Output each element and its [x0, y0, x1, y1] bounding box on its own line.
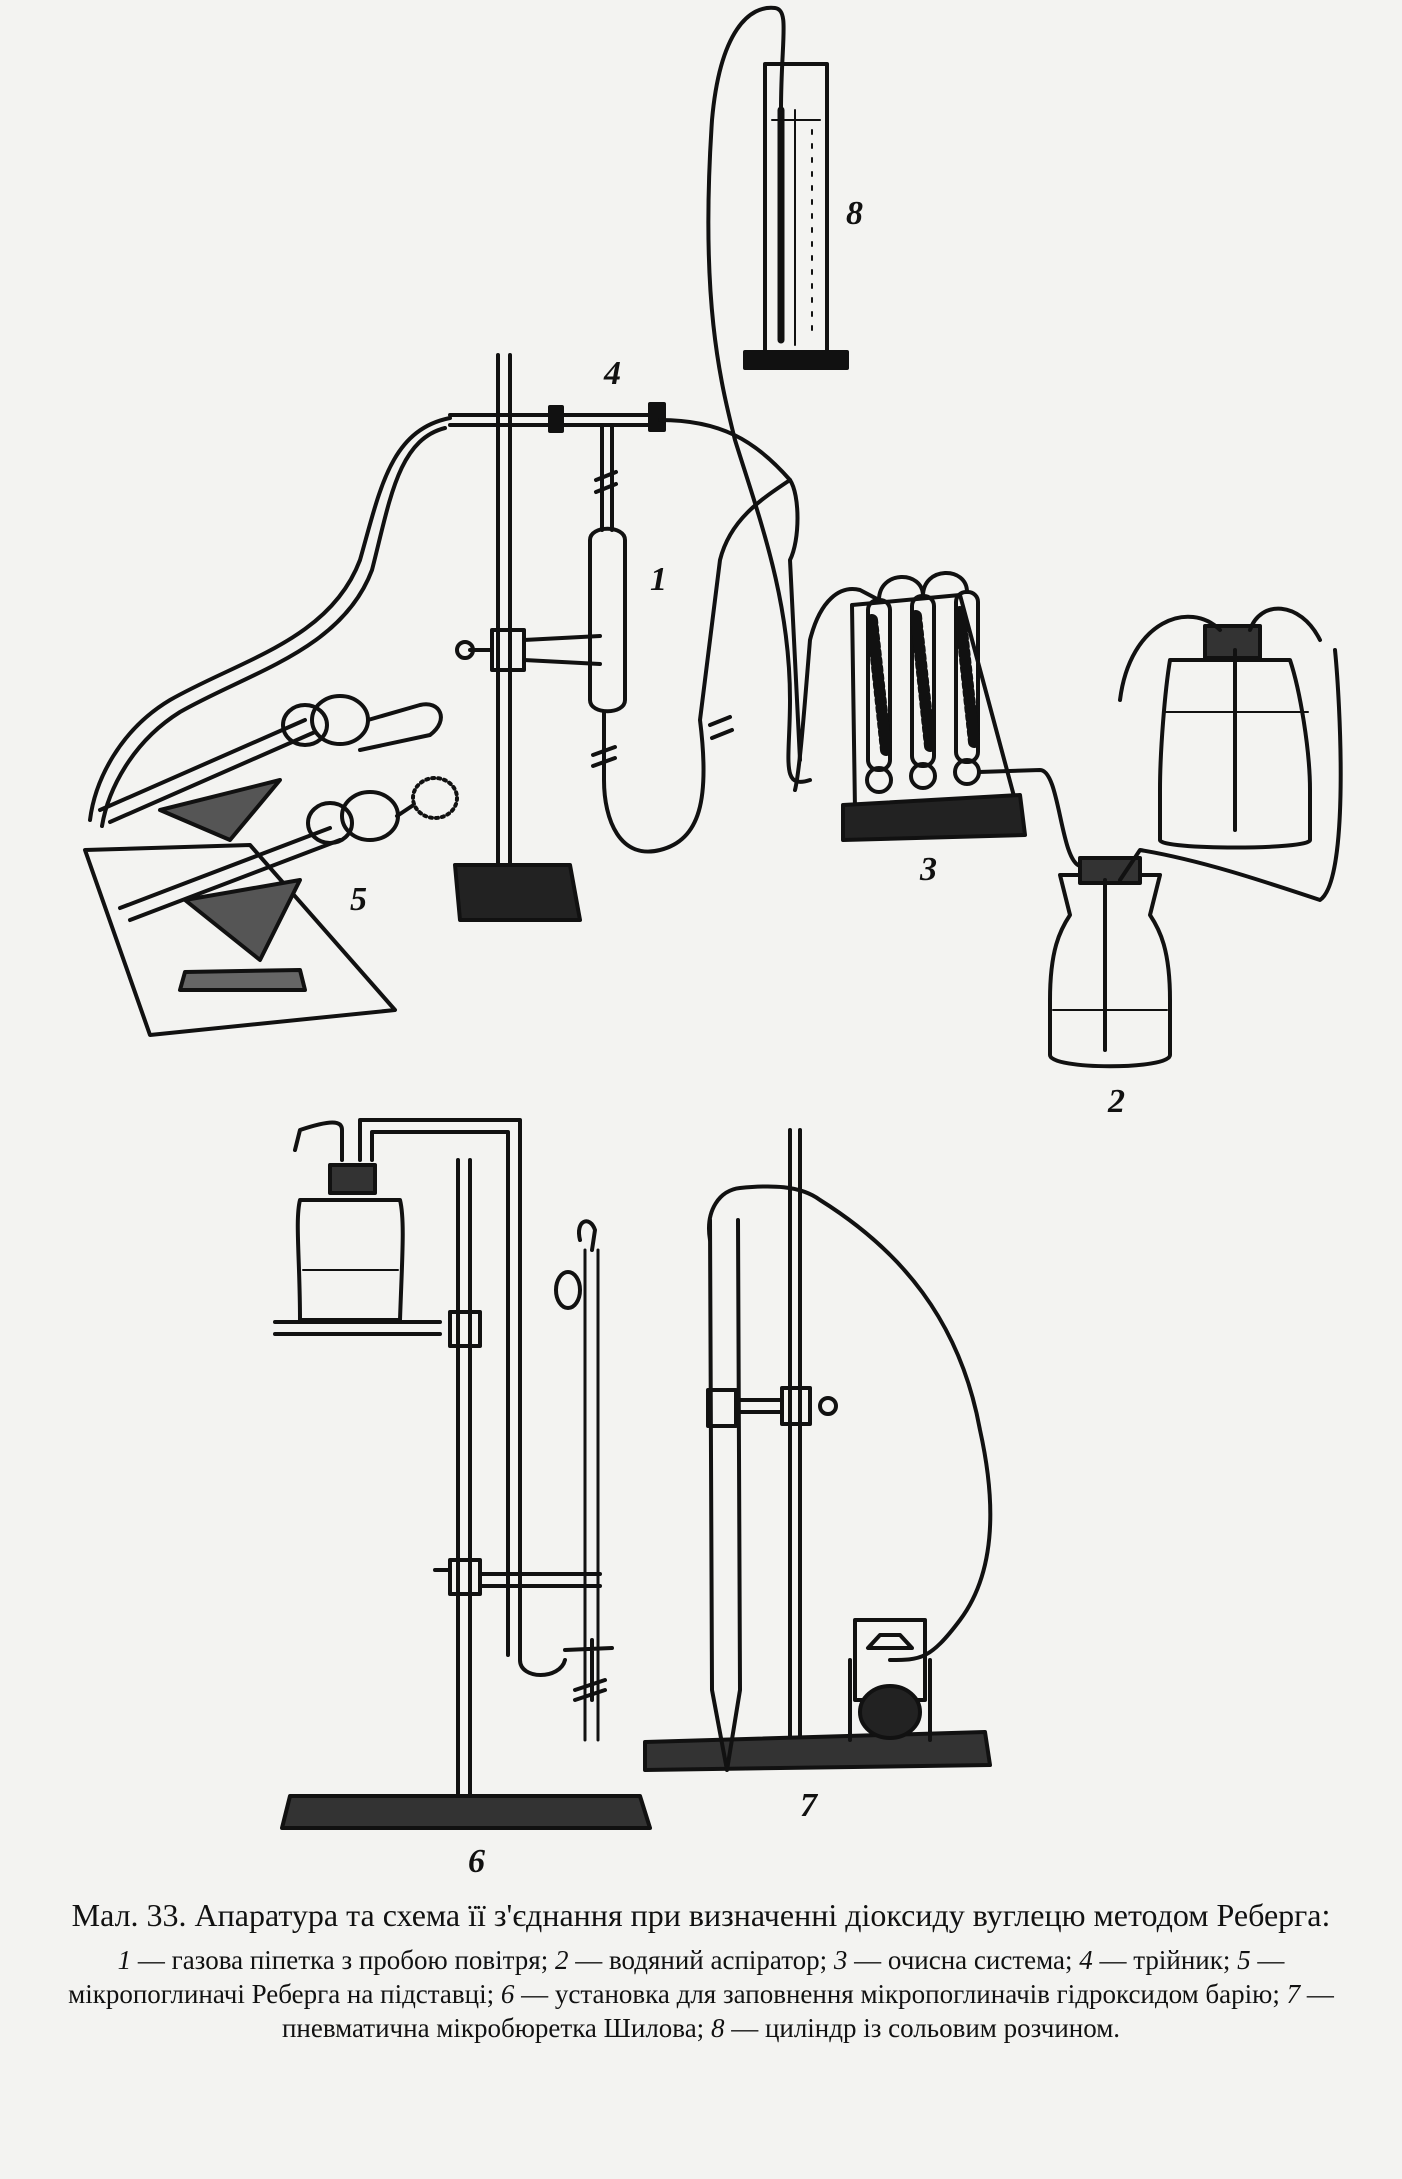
- label-5: 5: [350, 881, 367, 918]
- apparatus-diagram: 4 1 8 3 5 2 6 7: [83, 5, 1343, 1880]
- legend-number: 5: [1237, 1945, 1251, 1975]
- legend-item: 3 — очисна система;: [834, 1945, 1079, 1975]
- tee-4: [88, 402, 802, 828]
- legend-item: 7 — пневматична мікробюретка Шилова;: [282, 1979, 1334, 2043]
- label-6: 6: [468, 1843, 485, 1880]
- legend-item: 6 — установка для заповнення мікропоглин…: [501, 1979, 1287, 2009]
- legend-item: 5 — мікропоглиначі Реберга на підставці;: [68, 1945, 1284, 2009]
- legend-number: 3: [833, 1945, 848, 1975]
- graduated-cylinder-8: [706, 5, 849, 784]
- legend-item: 1 — газова піпетка з пробою повітря;: [118, 1945, 555, 1975]
- label-2: 2: [1107, 1083, 1125, 1120]
- purification-system-3: [793, 571, 1112, 868]
- water-aspirator-2: [1048, 606, 1343, 1069]
- legend-number: 6: [500, 1979, 515, 2009]
- legend-number: 1: [117, 1945, 132, 1975]
- legend-item: 8 — циліндр із сольовим розчином.: [711, 2013, 1120, 2043]
- legend-text: — газова піпетка з пробою повітря;: [131, 1945, 555, 1975]
- reberg-absorbers-5: [83, 694, 459, 1037]
- label-1: 1: [650, 561, 667, 598]
- legend-text: — водяний аспіратор;: [568, 1945, 834, 1975]
- caption-legend: 1 — газова піпетка з пробою повітря; 2 —…: [40, 1943, 1362, 2045]
- label-4: 4: [603, 355, 621, 392]
- filling-setup-6: [273, 1118, 652, 1830]
- shilov-microburette-7: [643, 1128, 993, 1772]
- figure-labels: 4 1 8 3 5 2 6 7: [350, 195, 1125, 1880]
- legend-item: 2 — водяний аспіратор;: [555, 1945, 834, 1975]
- figure-caption: Мал. 33. Апаратура та схема її з'єднання…: [40, 1895, 1362, 2045]
- caption-title: Мал. 33. Апаратура та схема її з'єднання…: [71, 1897, 1331, 1933]
- legend-number: 7: [1286, 1979, 1301, 2009]
- legend-item: 4 — трійник;: [1079, 1945, 1237, 1975]
- legend-text: — циліндр із сольовим розчином.: [724, 2013, 1121, 2043]
- ring-stand-1: [453, 353, 602, 922]
- legend-text: — мікропоглиначі Реберга на підставці;: [68, 1945, 1285, 2009]
- legend-text: — установка для заповнення мікропоглинач…: [514, 1979, 1287, 2009]
- legend-text: — пневматична мікробюретка Шилова;: [281, 1979, 1334, 2043]
- gas-pipette-1: [588, 423, 792, 854]
- label-3: 3: [919, 851, 937, 888]
- label-7: 7: [800, 1787, 819, 1824]
- legend-text: — трійник;: [1092, 1945, 1238, 1975]
- legend-number: 2: [554, 1945, 569, 1975]
- legend-text: — очисна система;: [847, 1945, 1080, 1975]
- label-8: 8: [846, 195, 863, 232]
- legend-number: 8: [710, 2013, 725, 2043]
- legend-number: 4: [1079, 1945, 1093, 1975]
